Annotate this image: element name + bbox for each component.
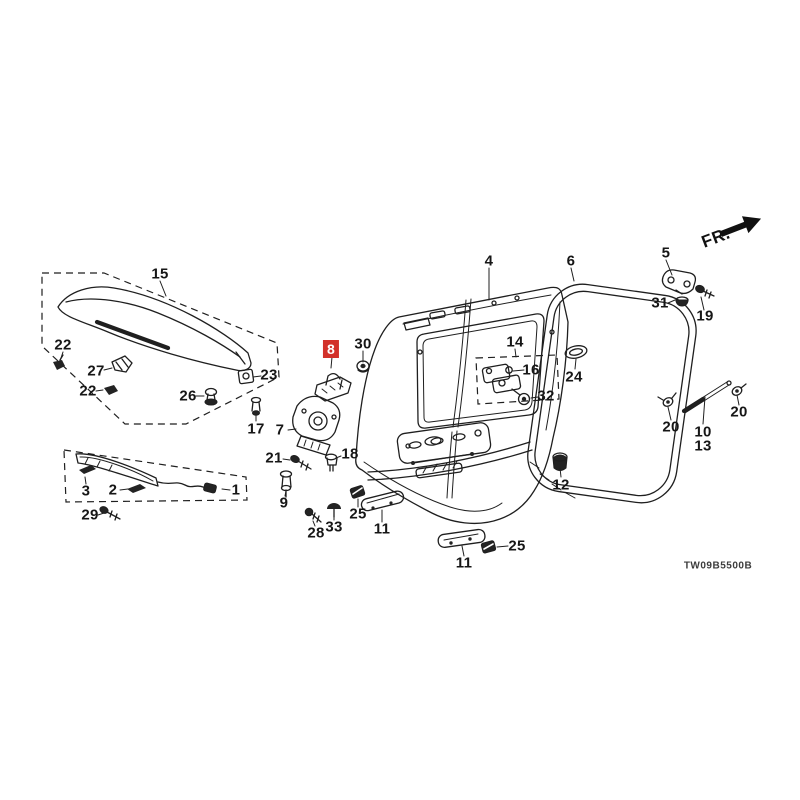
callout-9: 9	[279, 494, 289, 512]
callout-18: 18	[341, 445, 359, 463]
leader-lines	[59, 259, 740, 557]
callout-5: 5	[661, 244, 671, 262]
grommet-oval-drawing	[564, 345, 588, 359]
callout-32: 32	[537, 387, 555, 405]
callout-3: 3	[81, 482, 91, 500]
callout-15: 15	[151, 265, 169, 283]
callout-25-a: 25	[349, 505, 367, 523]
callout-1: 1	[231, 481, 241, 499]
callout-26: 26	[179, 387, 197, 405]
callout-12: 12	[552, 476, 570, 494]
callout-11-b: 11	[455, 554, 473, 572]
callout-22-a: 22	[54, 336, 72, 354]
callout-21: 21	[265, 449, 283, 467]
callout-28: 28	[307, 524, 325, 542]
spoiler-assembly-drawing	[41, 272, 280, 425]
callout-20-a: 20	[662, 418, 680, 436]
callout-31: 31	[651, 294, 669, 312]
callout-33: 33	[325, 518, 343, 536]
tailgate-panel-drawing	[355, 286, 569, 525]
callout-10: 10	[694, 423, 712, 441]
callout-13: 13	[694, 437, 712, 455]
latch-drawing	[279, 395, 341, 523]
callout-19: 19	[696, 307, 714, 325]
callout-29: 29	[81, 506, 99, 524]
callout-25-b: 25	[508, 537, 526, 555]
fr-direction-arrow-icon	[719, 216, 762, 237]
callout-20-b: 20	[730, 403, 748, 421]
callout-17: 17	[247, 420, 265, 438]
rubber-stop-drawing	[552, 452, 568, 471]
hinge-drawing	[661, 269, 715, 307]
weatherstrip-drawing	[527, 283, 697, 504]
strut-drawing	[657, 380, 747, 414]
callout-8-highlighted: 8	[322, 340, 340, 358]
diagram-code: TW09B5500B	[683, 560, 753, 572]
callout-6: 6	[566, 252, 576, 270]
callout-7: 7	[275, 421, 285, 439]
callout-22-b: 22	[79, 382, 97, 400]
actuator-box-drawing	[475, 354, 560, 406]
stoplight-assembly-drawing	[63, 449, 248, 521]
callout-11-a: 11	[373, 520, 391, 538]
callout-27: 27	[87, 362, 105, 380]
callout-4: 4	[484, 252, 494, 270]
callout-24: 24	[565, 368, 583, 386]
callout-23: 23	[260, 366, 278, 384]
garnish-strips-drawing	[349, 485, 497, 554]
callout-14: 14	[506, 333, 524, 351]
callout-30: 30	[354, 335, 372, 353]
callout-16: 16	[522, 361, 540, 379]
callout-2: 2	[108, 481, 118, 499]
striker-drawing	[314, 360, 370, 402]
